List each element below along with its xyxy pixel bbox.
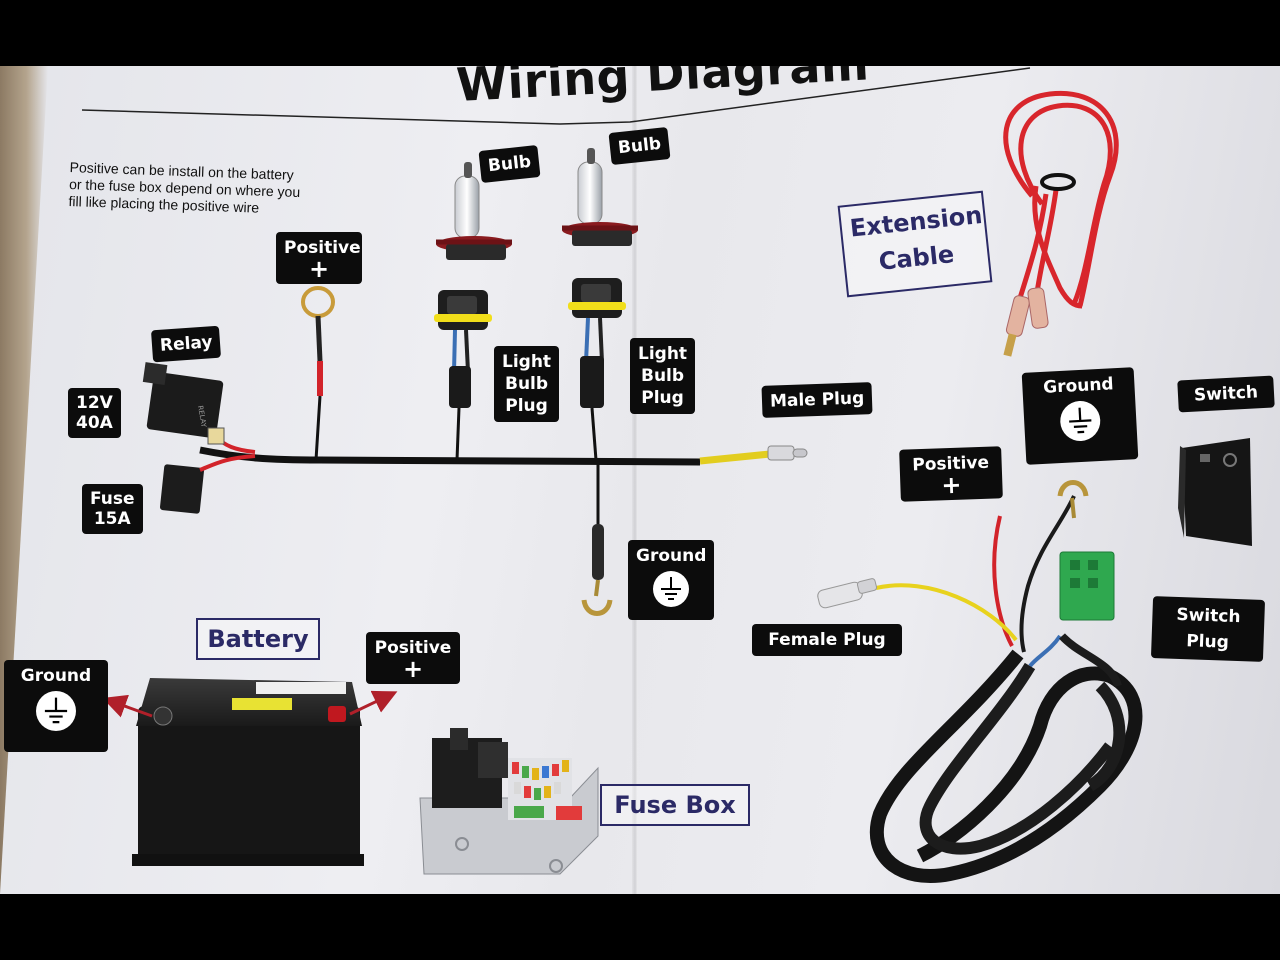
svg-text:RELAY: RELAY [196, 405, 208, 429]
male-plug-label: Male Plug [761, 382, 873, 418]
plus-icon: + [402, 655, 424, 683]
title-underline [81, 67, 1031, 125]
yellow-wire-segment [699, 450, 771, 465]
male-plug-label-text: Male Plug [769, 388, 865, 412]
female-plug-label-text: Female Plug [768, 630, 886, 650]
fuse-holder [160, 454, 256, 514]
light-bulb-plug-line: Plug [505, 396, 548, 416]
light-bulb-plug-2 [568, 278, 626, 461]
extension-cable-terminals [1003, 287, 1049, 357]
positive-label-top: Positive + [276, 232, 362, 284]
fuse-label: Fuse 15A [82, 484, 143, 534]
light-bulb-plug-label-1: Light Bulb Plug [494, 346, 560, 422]
ground-label-battery-text: Ground [20, 666, 92, 686]
paper-fold [632, 66, 638, 894]
ground-label-switch-text: Ground [1042, 374, 1115, 398]
ground-label-battery: Ground [4, 660, 108, 752]
switch-fork-terminal [1057, 480, 1089, 519]
female-plug-connector [817, 578, 878, 609]
female-plug-label: Female Plug [752, 624, 902, 656]
bottom-black-band [0, 894, 1280, 960]
ground-label-middle-text: Ground [636, 546, 707, 566]
cable-tie [1040, 173, 1076, 191]
switch-label: Switch [1177, 375, 1275, 413]
fuse-label-line: 15A [93, 509, 131, 529]
bulb-1 [436, 162, 512, 260]
light-bulb-plug-line: Light [638, 344, 688, 364]
switch-label-text: Switch [1193, 382, 1259, 406]
plus-icon: + [940, 470, 962, 500]
light-bulb-plug-line: Bulb [641, 366, 685, 386]
bulb-label-2: Bulb [608, 127, 671, 165]
switch-plug-line: Switch [1176, 604, 1241, 628]
switch-plug-connector [1059, 551, 1115, 621]
switch-plug-line: Plug [1185, 631, 1230, 653]
positive-label-battery-text: Positive [374, 638, 452, 658]
relay-label: Relay [150, 325, 222, 363]
fuse-label-line: Fuse [90, 489, 135, 509]
light-bulb-plug-1 [434, 290, 492, 461]
install-note: Positive can be install on the battery o… [68, 159, 370, 220]
positive-label-switch: Positive + [899, 446, 1003, 502]
bulb-label-2-text: Bulb [617, 133, 662, 159]
light-bulb-plug-line: Bulb [505, 374, 549, 394]
battery-body [132, 678, 364, 866]
battery-ground-arrow [102, 694, 153, 718]
ground-symbol-icon [1059, 399, 1102, 443]
battery-positive-arrow [349, 690, 398, 716]
extension-cable-label: Extension Cable [837, 190, 993, 298]
wiring-artwork: RELAY [81, 67, 1252, 883]
ground-symbol-icon [36, 691, 76, 731]
fuse-box-label-text: Fuse Box [614, 791, 736, 819]
bulb-label-1-text: Bulb [487, 151, 532, 177]
ground-label-switch: Ground [1021, 367, 1139, 465]
bulb-2 [562, 148, 638, 246]
light-bulb-plug-label-2: Light Bulb Plug [630, 338, 696, 414]
plus-icon: + [308, 255, 330, 283]
switch-harness [869, 495, 1143, 883]
relay-component: RELAY [142, 362, 256, 454]
battery-label-text: Battery [207, 625, 309, 653]
switch-component [1178, 438, 1252, 546]
light-bulb-plug-line: Plug [641, 388, 684, 408]
switch-plug-label: Switch Plug [1150, 596, 1266, 662]
ground-symbol-icon [653, 571, 689, 607]
main-harness-wire [199, 446, 701, 466]
extension-cable-coil [1003, 90, 1119, 309]
male-plug-connector [767, 445, 808, 461]
relay-rating-line: 12V [76, 393, 113, 413]
bulb-label-1: Bulb [478, 145, 541, 183]
positive-ring-lead [301, 286, 335, 461]
positive-label-top-text: Positive [284, 238, 361, 258]
positive-label-battery: Positive + [366, 632, 460, 684]
light-bulb-plug-line: Light [502, 352, 552, 372]
fuse-box-component [419, 728, 599, 875]
battery-label: Battery [196, 618, 320, 660]
top-black-band [0, 0, 1280, 66]
ground-fork-lead [581, 462, 613, 616]
diagram-sheet: RELAY [0, 66, 1280, 894]
ground-label-middle: Ground [628, 540, 714, 620]
relay-rating-label: 12V 40A [68, 388, 121, 438]
fuse-box-label: Fuse Box [600, 784, 750, 826]
relay-label-text: Relay [159, 332, 214, 356]
relay-rating-line: 40A [76, 413, 113, 433]
